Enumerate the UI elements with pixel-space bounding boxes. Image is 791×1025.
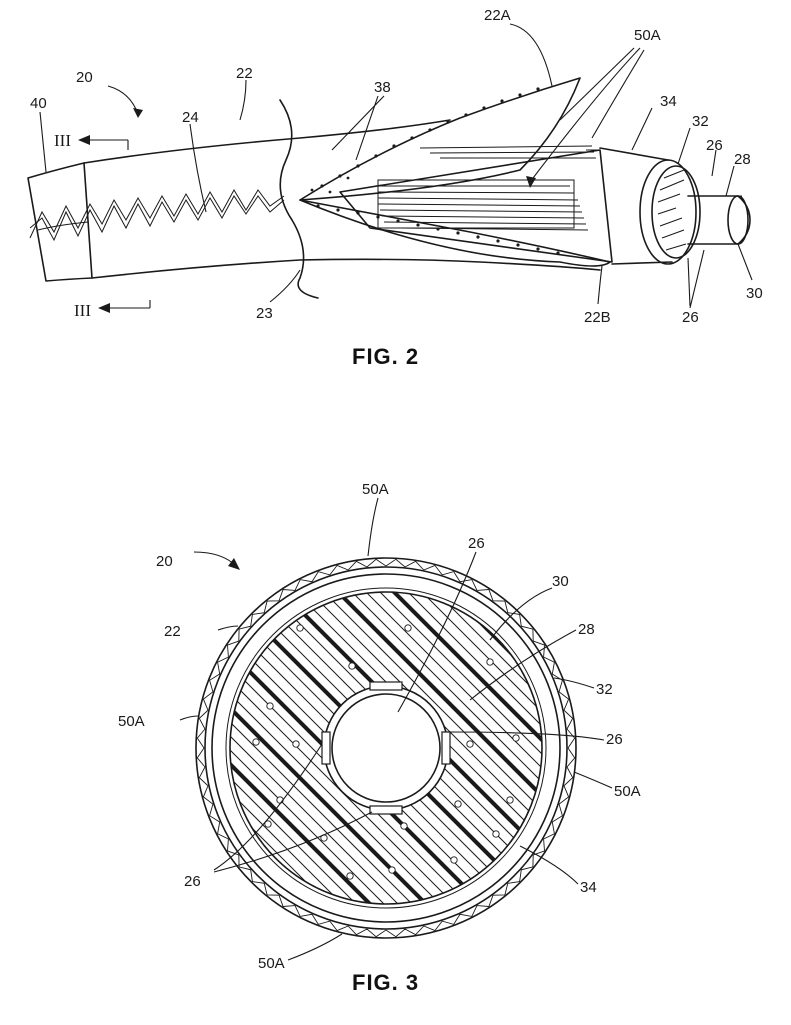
- fig3-label-30: 30: [552, 573, 569, 590]
- section-label-top: III: [54, 131, 71, 150]
- fig2-drawing: 20 40 22 24 38 22A 50A 34 32 26 28 30 26…: [28, 7, 763, 369]
- fig2-label-34: 34: [660, 93, 677, 110]
- fig3-drawing: 50A 20 26 30 22 28 32 50A 26 50A 26 34 5…: [0, 481, 791, 995]
- fig3-label-50A-top: 50A: [362, 481, 389, 498]
- layer-32: [640, 160, 696, 264]
- fig2-label-28: 28: [734, 151, 751, 168]
- fig3-label-50A-bottom: 50A: [258, 955, 285, 972]
- fig2-label-22A: 22A: [484, 7, 511, 24]
- fig2-label-40: 40: [30, 95, 47, 112]
- fig2-leaders: [40, 24, 752, 308]
- section-marker-top: [78, 135, 128, 150]
- fig2-label-38: 38: [374, 79, 391, 96]
- fig3-label-26-bottom: 26: [184, 873, 201, 890]
- fig3-label-26-top: 26: [468, 535, 485, 552]
- fig3-caption: FIG. 3: [352, 970, 419, 995]
- braid-24: [30, 196, 284, 240]
- fig3-label-28: 28: [578, 621, 595, 638]
- fig3-label-50A-right: 50A: [614, 783, 641, 800]
- fig2-caption: FIG. 2: [352, 344, 419, 369]
- flap-22B: [300, 200, 610, 266]
- fig2-label-20: 20: [76, 69, 93, 86]
- fig2-label-32: 32: [692, 113, 709, 130]
- fig2-label-26-bottom: 26: [682, 309, 699, 326]
- fig3-label-20: 20: [156, 553, 173, 570]
- fig2-label-23: 23: [256, 305, 273, 322]
- fig3-label-34: 34: [580, 879, 597, 896]
- outer-jacket-22: [84, 120, 450, 163]
- fig2-label-26-top: 26: [706, 137, 723, 154]
- fig3-label-50A-left: 50A: [118, 713, 145, 730]
- fig2-label-30: 30: [746, 285, 763, 302]
- fig2-label-22: 22: [236, 65, 253, 82]
- fig2-label-22B: 22B: [584, 309, 611, 326]
- layer-26-hatch: [658, 170, 686, 250]
- section-marker-bottom: [98, 300, 150, 313]
- fig3-label-22: 22: [164, 623, 181, 640]
- fig3-label-26-right: 26: [606, 731, 623, 748]
- foil-stripes: [378, 146, 600, 230]
- fig2-label-24: 24: [182, 109, 199, 126]
- fig3-label-32: 32: [596, 681, 613, 698]
- conductor-30: [688, 196, 750, 244]
- section-label-bottom: III: [74, 301, 91, 320]
- fig2-label-50A: 50A: [634, 27, 661, 44]
